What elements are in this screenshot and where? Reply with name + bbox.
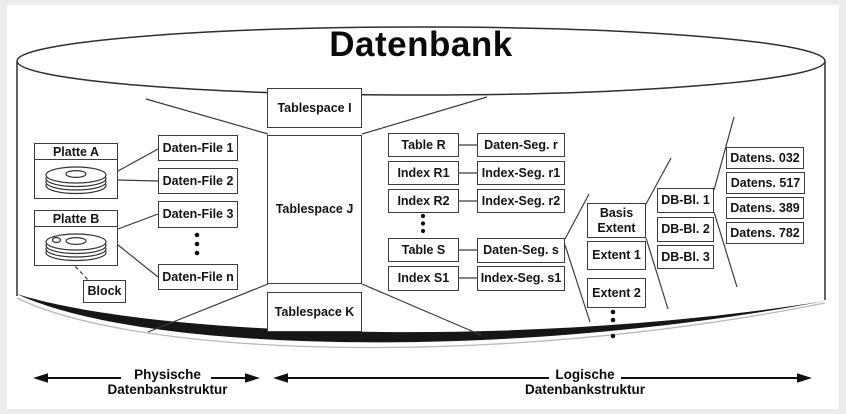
node-tablespace-i: Tablespace I [267,88,362,128]
legend-logical: Logische Datenbankstruktur [500,367,670,397]
node-platte-a: Platte A [34,143,118,199]
node-record-389: Datens. 389 [726,197,804,219]
node-block: Block [83,280,126,303]
legend-logical-line2: Datenbankstruktur [524,382,646,397]
node-index-r2: Index R2 [388,189,459,213]
ellipsis-dots [194,213,616,339]
cylinder-bottom-swoosh [17,294,825,343]
legend-physical-line2: Datenbankstruktur [107,382,228,397]
node-db-block-2: DB-Bl. 2 [657,217,714,242]
fan-lines [145,96,738,336]
legend-physical-line1: Physische [134,367,201,382]
diagram-title: Datenbank [329,25,513,64]
node-db-block-3: DB-Bl. 3 [657,245,714,269]
database-cylinder [16,26,826,300]
node-daten-file-n: Daten-File n [158,264,238,290]
node-index-seg-r1: Index-Seg. r1 [477,161,565,185]
node-table-r: Table R [388,133,459,157]
node-index-seg-s1: Index-Seg. s1 [477,266,565,291]
table-segment-connectors [459,144,477,279]
cylinder-bottom-shadow [16,297,826,349]
node-extent-1: Extent 1 [587,241,646,270]
block-marker [51,237,61,244]
node-index-seg-r2: Index-Seg. r2 [477,189,565,213]
cylinder-top-ellipse [16,26,826,96]
node-table-s: Table S [388,238,459,262]
node-record-517: Datens. 517 [726,172,805,194]
node-db-block-1: DB-Bl. 1 [657,188,714,213]
node-tablespace-k: Tablespace K [267,292,362,332]
node-record-782: Datens. 782 [726,222,804,244]
node-daten-file-2: Daten-File 2 [158,168,238,194]
node-platte-b: Platte B [34,210,118,266]
node-index-s1: Index S1 [388,266,459,291]
node-extent-2: Extent 2 [587,278,646,308]
node-record-032: Datens. 032 [726,147,804,169]
node-daten-file-1: Daten-File 1 [158,135,238,161]
node-index-r1: Index R1 [388,161,459,185]
physical-range-arrow [33,373,260,383]
node-basis-extent: Basis Extent [587,203,646,238]
node-tablespace-j: Tablespace J [267,135,362,284]
platte-a-label: Platte A [35,144,117,161]
logical-range-arrow [273,373,812,383]
disk-file-connectors [117,148,159,278]
node-daten-seg-r: Daten-Seg. r [477,133,565,157]
node-daten-file-3: Daten-File 3 [158,201,238,228]
legend-logical-line1: Logische [555,367,615,382]
node-daten-seg-s: Daten-Seg. s [477,238,565,263]
disk-icon [35,227,117,267]
legend-physical: Physische Datenbankstruktur [90,367,245,397]
disk-icon [35,160,117,200]
platte-b-label: Platte B [35,211,117,228]
